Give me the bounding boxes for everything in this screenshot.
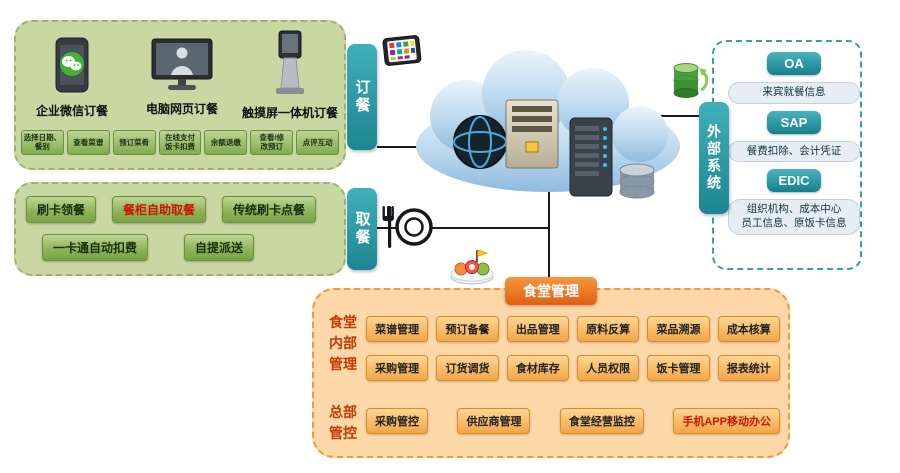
system-edic-button: EDIC [767,169,821,193]
channel-web: 电脑网页订餐 [130,38,234,117]
step-button: 查看菜谱 [66,130,110,155]
internal-button: 订货调货 [436,355,499,381]
hq-control-label: 总部 管控 [329,404,357,441]
internal-button: 菜谱管理 [366,316,429,342]
system-sap-button: SAP [767,110,821,134]
channel-wechat: 企业微信订餐 [20,36,124,119]
pickup-row-2: 一卡通自动扣费 自提派送 [42,234,255,261]
system-oa-desc: 来宾就餐信息 [728,82,860,104]
internal-button: 食材库存 [506,355,569,381]
internal-button: 报表统计 [717,355,780,381]
connector-pickup-junction [377,227,549,229]
system-edic-desc: 组织机构、成本中心 员工信息、原饭卡信息 [728,199,860,235]
hq-button: 采购管控 [366,408,428,434]
food-plate-icon [448,246,496,291]
system-oa-button: OA [767,52,821,75]
hq-button-mobile-app: 手机APP移动办公 [673,408,780,434]
internal-management-label: 食堂 内部 管理 [329,314,357,372]
hq-button: 食堂经营监控 [559,408,644,434]
connector-cloud-canteen [548,192,550,278]
step-button: 预订菜肴 [112,130,156,155]
internal-button: 原料反算 [576,316,640,342]
internal-button: 饭卡管理 [647,355,710,381]
fork-plate-icon [380,203,434,256]
internal-button: 出品管理 [506,316,569,342]
external-systems-tag: 外部系统 [699,102,729,214]
order-tag: 订餐 [347,44,377,150]
external-panel: OA 来宾就餐信息 SAP 餐费扣除、会计凭证 EDIC 组织机构、成本中心 员… [712,40,862,270]
internal-button: 人员权限 [576,355,640,381]
pickup-row-1: 刷卡领餐 餐柜自助取餐 传统刷卡点餐 [26,196,317,223]
database-sync-icon [668,60,709,109]
pickup-tag: 取餐 [347,188,377,270]
hq-button: 供应商管理 [457,408,531,434]
channel-kiosk-label: 触摸屏一体机订餐 [241,106,338,120]
pickup-button: 刷卡领餐 [26,196,97,223]
pickup-panel: 刷卡领餐 餐柜自助取餐 传统刷卡点餐 一卡通自动扣费 自提派送 [14,182,346,276]
step-button: 在线支付 饭卡扣费 [158,130,202,155]
hq-row: 采购管控 供应商管理 食堂经营监控 手机APP移动办公 [366,408,780,434]
internal-grid: 菜谱管理 预订备餐 出品管理 原料反算 菜品溯源 成本核算 采购管理 订货调货 … [366,316,780,381]
channel-web-label: 电脑网页订餐 [145,102,218,116]
internal-button: 成本核算 [717,316,780,342]
step-button: 选择日期、 餐别 [21,130,64,155]
order-panel: 企业微信订餐 电脑网页订餐 触摸屏一体机订餐 选择日期、 餐别 [14,20,346,170]
system-sap-desc: 餐费扣除、会计凭证 [728,140,860,163]
pickup-button: 一卡通自动扣费 [42,234,149,261]
step-button: 查看/修 改预订 [250,130,294,155]
connector-order-cloud [377,146,435,148]
internal-button: 采购管理 [366,355,429,381]
pickup-button-highlight: 餐柜自助取餐 [112,196,207,223]
internal-button: 菜品溯源 [647,316,710,342]
pickup-button: 自提派送 [184,234,255,261]
pc-monitor-icon [151,38,213,90]
external-content: OA 来宾就餐信息 SAP 餐费扣除、会计凭证 EDIC 组织机构、成本中心 员… [714,42,860,268]
canteen-panel: 食堂 内部 管理 菜谱管理 预订备餐 出品管理 原料反算 菜品溯源 成本核算 采… [312,288,790,458]
channel-wechat-label: 企业微信订餐 [35,104,108,118]
order-steps: 选择日期、 餐别 查看菜谱 预订菜肴 在线支付 饭卡扣费 余额退缴 查看/修 改… [21,130,340,155]
step-button: 余额退缴 [204,130,248,155]
tablet-apps-icon [381,33,423,74]
kiosk-icon [276,30,304,94]
pickup-button: 传统刷卡点餐 [222,196,317,223]
canteen-title: 食堂管理 [505,277,597,305]
step-button: 点评互动 [296,130,340,155]
connector-cloud-external [652,115,712,117]
cloud-datacenter-icon [408,42,688,207]
channel-kiosk: 触摸屏一体机订餐 [238,30,342,121]
wechat-phone-icon [55,37,89,93]
internal-button: 预订备餐 [436,316,499,342]
